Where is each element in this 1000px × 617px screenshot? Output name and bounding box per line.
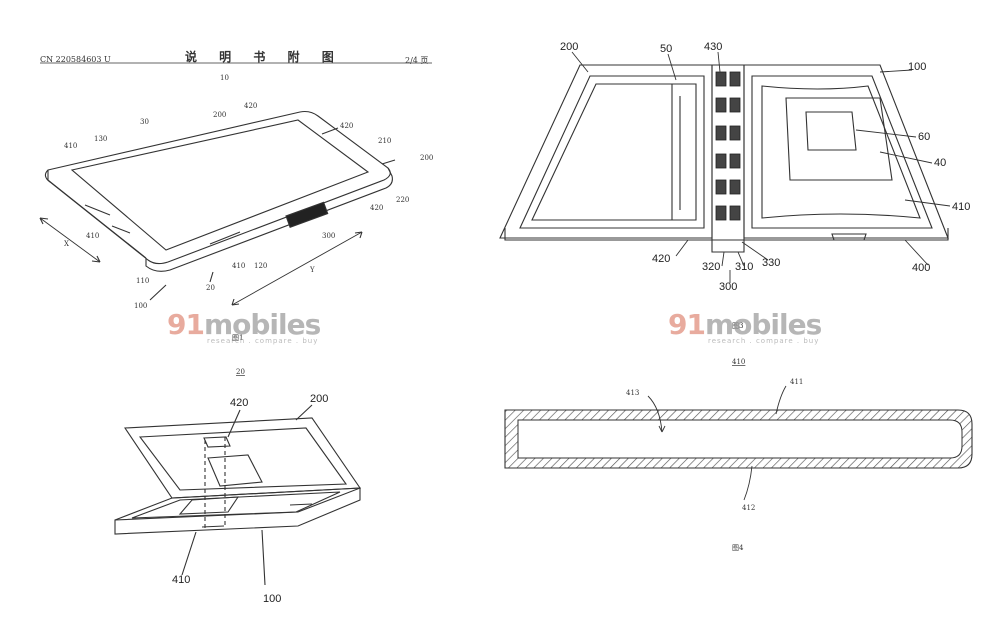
fig3-label: 60 [918, 131, 930, 143]
fig3-caption: 图3 [732, 322, 743, 330]
fig4-label: 412 [742, 504, 755, 512]
fig1-drawing [39, 110, 396, 306]
fig4-drawing [504, 385, 973, 501]
fig2-drawing [114, 404, 362, 586]
watermark-tagline: research . compare . buy [708, 337, 820, 345]
fig1-top-label: 10 [220, 74, 229, 82]
fig1-axis-x-label: X [64, 240, 69, 248]
fig3-label: 310 [735, 261, 753, 273]
fig3-label: 50 [660, 43, 672, 55]
fig1-label: 300 [322, 232, 335, 240]
fig4-label: 411 [790, 378, 803, 386]
fig2-label: 420 [230, 397, 248, 409]
watermark-number: 91 [167, 308, 205, 341]
fig1-caption: 图1 [232, 334, 243, 342]
fig4-label: 413 [626, 389, 639, 397]
doc-number: CN 220584603 U [40, 55, 111, 64]
fig1-label: 220 [396, 196, 409, 204]
sheet-title: 说 明 书 附 图 [185, 50, 343, 64]
fig4-caption: 图4 [732, 544, 744, 552]
fig1-label: 20 [206, 284, 215, 292]
fig1-label: 200 [420, 154, 433, 162]
fig3-drawing [499, 64, 949, 253]
watermark-tagline: research . compare . buy [207, 337, 319, 345]
fig3-label: 330 [762, 257, 780, 269]
fig2-labels: 20 420 200 410 100 [172, 368, 328, 605]
fig1-label: 100 [134, 302, 147, 310]
fig1-axis-y-label: Y [309, 266, 315, 274]
fig3-label: 420 [652, 253, 670, 265]
fig1-label: 130 [94, 135, 107, 143]
fig3-label: 430 [704, 41, 722, 53]
fig1-label: 420 [370, 204, 383, 212]
fig1-labels: 10 410 130 30 200 420 420 210 200 220 42… [64, 74, 433, 342]
fig3-label: 40 [934, 157, 946, 169]
fig4-top-label: 410 [732, 358, 745, 366]
fig3-labels: 200 50 430 100 60 40 410 420 320 310 330… [560, 41, 970, 330]
fig2-label: 200 [310, 393, 328, 405]
fig1-label: 200 [213, 111, 226, 119]
watermark-brand: mobiles [203, 308, 321, 341]
fig3-hinge [715, 71, 741, 221]
watermark-number: 91 [668, 308, 706, 341]
fig1-label: 420 [340, 122, 353, 130]
fig1-label: 30 [140, 118, 149, 126]
fig2-label: 410 [172, 574, 190, 586]
fig1-label: 420 [244, 102, 257, 110]
fig1-label: 210 [378, 137, 391, 145]
page-number: 2/4 页 [405, 56, 429, 65]
fig2-caption: 20 [236, 368, 245, 376]
fig2-label: 100 [263, 593, 281, 605]
fig3-leaders [571, 51, 951, 283]
fig1-label: 410 [86, 232, 99, 240]
watermark-logo: 91mobiles research . compare . buy [668, 306, 822, 348]
fig3-label: 400 [912, 262, 930, 274]
fig3-label: 320 [702, 261, 720, 273]
fig3-label: 100 [908, 61, 926, 73]
fig1-label: 410 [232, 262, 245, 270]
fig3-label: 200 [560, 41, 578, 53]
watermark-logo: 91mobiles research . compare . buy [167, 306, 321, 348]
fig3-label: 410 [952, 201, 970, 213]
fig1-label: 120 [254, 262, 267, 270]
fig4-labels: 410 413 411 412 图4 [626, 358, 803, 552]
fig1-label: 410 [64, 142, 77, 150]
fig1-label: 110 [136, 277, 149, 285]
watermark-brand: mobiles [704, 308, 822, 341]
fig3-label: 300 [719, 281, 737, 293]
